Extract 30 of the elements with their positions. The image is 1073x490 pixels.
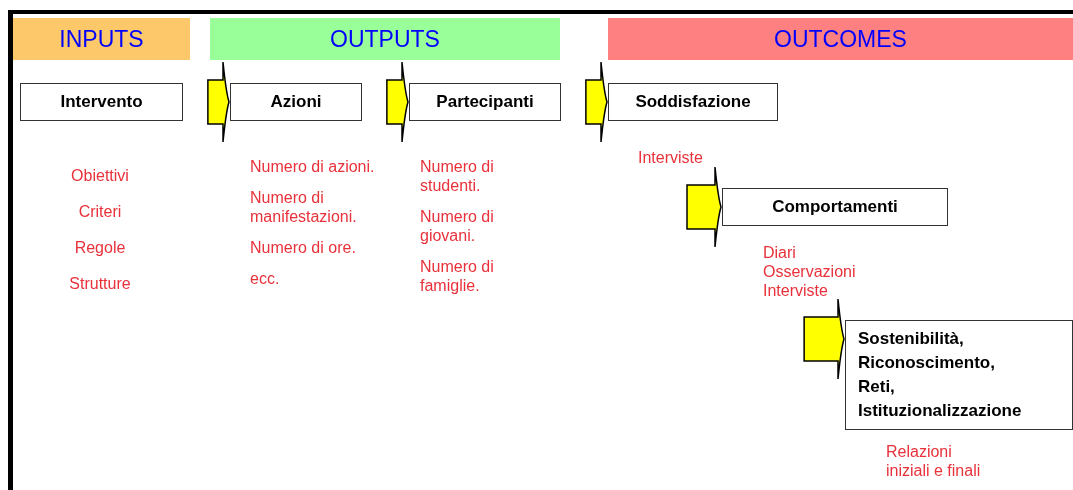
stage-box: Comportamenti bbox=[722, 188, 948, 226]
stage-box: Sostenibilità, Riconoscimento, Reti, Istituzionalizzazione bbox=[845, 320, 1073, 430]
measure-note: Numero di ore. bbox=[250, 238, 357, 257]
measure-note: Numero di studenti. bbox=[420, 157, 495, 195]
measure-note: Relazioni iniziali e finali bbox=[886, 442, 982, 480]
measure-note: Interviste bbox=[763, 281, 829, 300]
measure-note: Osservazioni bbox=[763, 262, 857, 281]
stage-box: Soddisfazione bbox=[608, 83, 778, 121]
measure-note: Obiettivi bbox=[70, 166, 130, 185]
measure-note: Strutture bbox=[68, 274, 132, 293]
measure-note: Numero di azioni. bbox=[250, 157, 375, 176]
measure-note: Diari bbox=[763, 243, 797, 262]
measure-note: Interviste bbox=[638, 148, 704, 167]
measure-note: Regole bbox=[73, 238, 127, 257]
block-arrow bbox=[686, 166, 722, 248]
stage-box: Partecipanti bbox=[409, 83, 561, 121]
block-arrow bbox=[803, 298, 845, 380]
block-arrow bbox=[207, 61, 230, 143]
block-arrow bbox=[386, 61, 409, 143]
stage-box: Intervento bbox=[20, 83, 183, 121]
measure-note: Numero di famiglie. bbox=[420, 257, 495, 295]
measure-note: Numero di manifestazioni. bbox=[250, 188, 358, 226]
section-header-band: OUTCOMES bbox=[608, 18, 1073, 60]
block-arrow bbox=[585, 61, 608, 143]
section-header-band: INPUTS bbox=[13, 18, 190, 60]
measure-note: Criteri bbox=[77, 202, 123, 221]
section-header-band: OUTPUTS bbox=[210, 18, 560, 60]
measure-note: Numero di giovani. bbox=[420, 207, 495, 245]
stage-box: Azioni bbox=[230, 83, 362, 121]
measure-note: ecc. bbox=[250, 269, 281, 288]
